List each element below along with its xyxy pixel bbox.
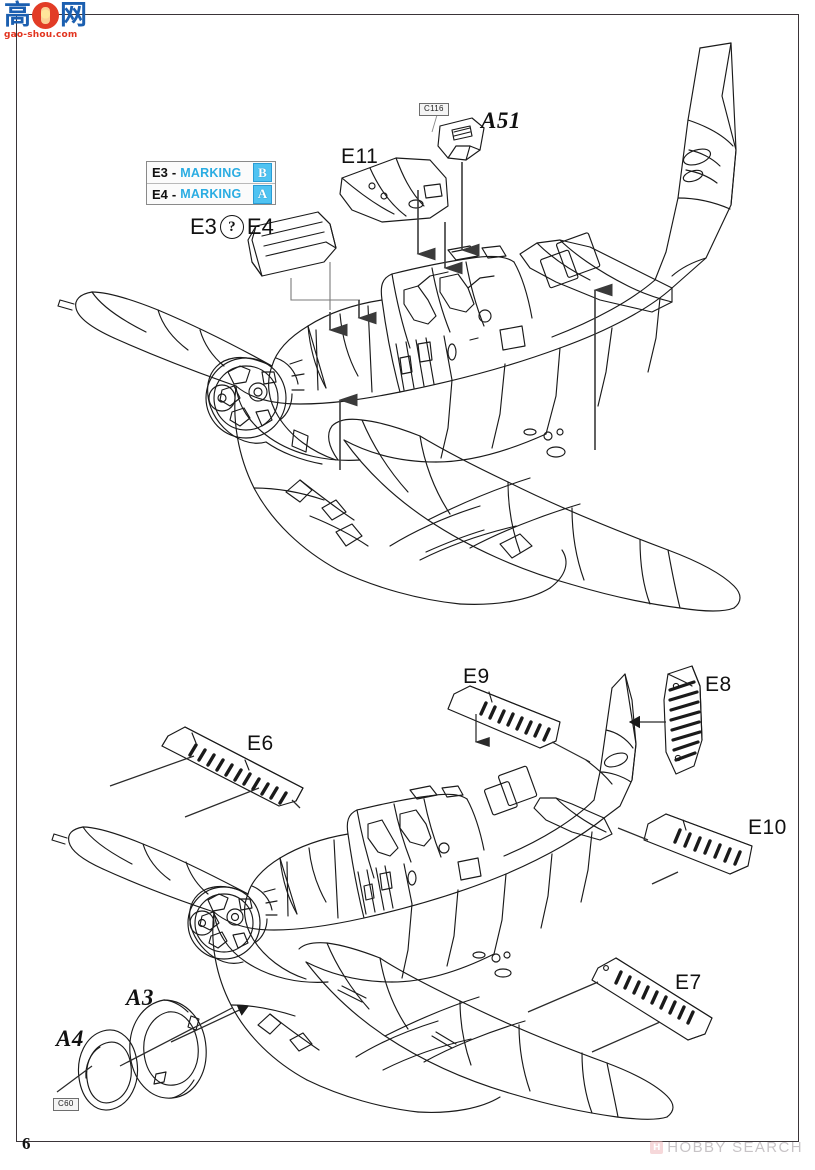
watermark-domain: gao-shou.com	[4, 30, 78, 40]
hobby-search-text: HOBBY SEARCH	[667, 1139, 803, 1156]
part-label-e9: E9	[463, 665, 490, 688]
watermark-glyph-right: 网	[60, 0, 87, 31]
marking-word: MARKING	[180, 165, 242, 180]
color-callout-c116: C116	[419, 103, 449, 116]
part-label-a4: A4	[56, 1026, 84, 1051]
part-choice-e3-or-e4: E3 ? E4	[190, 214, 274, 240]
part-label-e6: E6	[247, 732, 274, 755]
part-label-e11: E11	[341, 145, 379, 168]
color-callout-c60: C60	[53, 1098, 79, 1111]
question-mark-icon: ?	[219, 215, 244, 239]
part-label-a51: A51	[481, 108, 521, 133]
page-number: 6	[22, 1134, 31, 1153]
marking-legend-row: E4 - MARKING A	[147, 183, 275, 204]
choice-left-part: E3	[190, 214, 217, 239]
hobby-search-mark-icon: H	[650, 1141, 664, 1154]
part-label-e7: E7	[675, 971, 702, 994]
watermark-glyphs: 高 网	[4, 2, 87, 29]
marking-dash: -	[171, 165, 177, 180]
watermark-glyph-left: 高	[4, 0, 31, 31]
watermark-hobby-search: H HOBBY SEARCH	[650, 1139, 803, 1156]
watermark-gaoshou: 高 网 gao-shou.com	[4, 2, 122, 42]
marking-word: MARKING	[180, 187, 242, 201]
marking-dash: -	[171, 186, 177, 202]
marking-badge-b: B	[253, 163, 272, 182]
marking-legend-row: E3 - MARKING B	[147, 162, 275, 183]
marking-badge-a: A	[253, 184, 272, 204]
marking-part-code: E4	[152, 186, 168, 202]
seal-icon	[32, 2, 59, 29]
choice-right-part: E4	[246, 214, 274, 239]
marking-part-code: E3	[152, 165, 168, 180]
part-label-a3: A3	[126, 985, 154, 1010]
marking-legend: E3 - MARKING B E4 - MARKING A	[146, 161, 276, 205]
part-label-e10: E10	[748, 816, 787, 839]
part-label-e8: E8	[705, 673, 732, 696]
